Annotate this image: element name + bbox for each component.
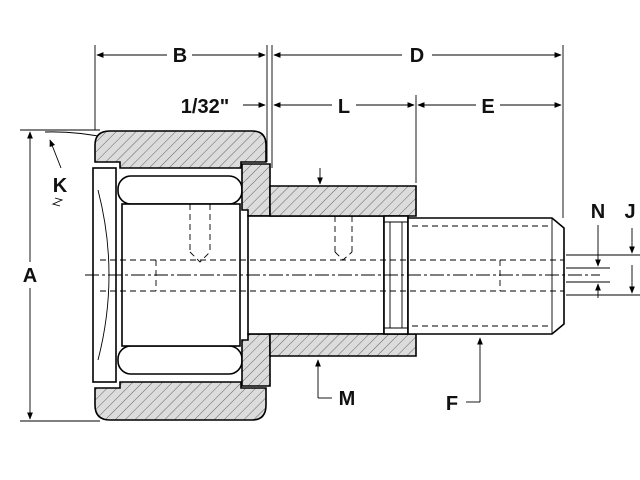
dimension-n: N	[566, 201, 610, 298]
outer-ring	[94, 130, 267, 421]
dimension-e: E	[417, 96, 562, 118]
label-b: B	[173, 45, 187, 67]
dimension-k: K	[44, 131, 109, 207]
leader-m: M	[315, 359, 356, 410]
label-a: A	[23, 265, 37, 287]
threaded-end	[407, 217, 565, 335]
label-j: J	[624, 201, 635, 223]
dimension-d: D	[271, 45, 564, 218]
lube-bore	[85, 259, 600, 292]
dimension-l: L	[273, 95, 417, 183]
label-f: F	[446, 393, 458, 415]
dimension-gap: 1/32"	[181, 96, 266, 118]
dimension-a: A	[20, 129, 100, 422]
dimension-b: B	[94, 45, 268, 162]
label-k: K	[53, 175, 68, 197]
shoulder-washer	[241, 163, 271, 387]
label-gap: 1/32"	[181, 96, 229, 118]
label-n: N	[591, 201, 605, 223]
label-m: M	[339, 388, 356, 410]
label-d: D	[410, 45, 424, 67]
leader-f: F	[446, 337, 483, 415]
clamp-collar	[269, 168, 417, 357]
label-e: E	[481, 96, 494, 118]
label-l: L	[338, 96, 350, 118]
dimension-j: J	[566, 201, 640, 296]
